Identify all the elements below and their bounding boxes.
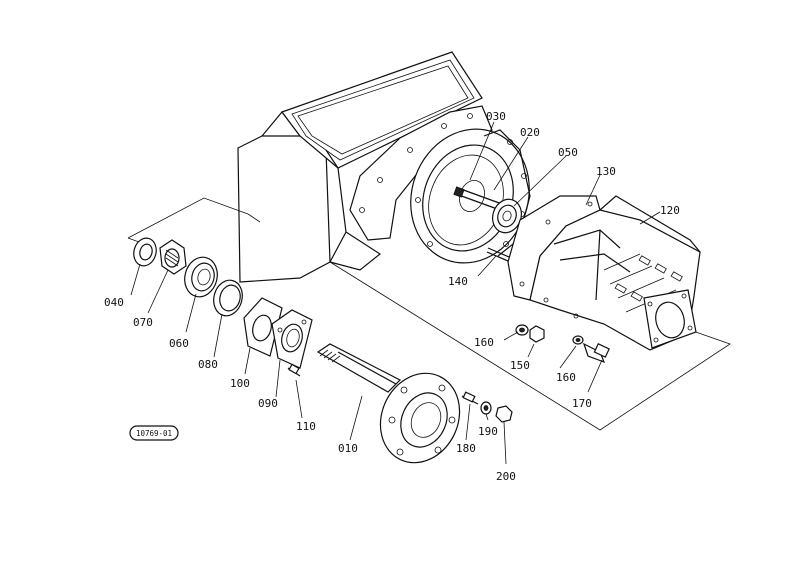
bolt-110 [287, 363, 301, 377]
hub-fasteners-180-200 [461, 391, 513, 423]
callout-190: 190 [478, 425, 498, 438]
reference-code-text: 10769-01 [136, 429, 172, 438]
callout-labels: 030 020 050 130 120 140 040 070 060 080 … [104, 110, 680, 483]
callout-050: 050 [558, 146, 578, 159]
axle-housing-120 [507, 195, 701, 351]
callout-140: 140 [448, 275, 468, 288]
callout-020: 020 [520, 126, 540, 139]
callout-200: 200 [496, 470, 516, 483]
nut-070 [159, 239, 187, 275]
reference-code-badge: 10769-01 [129, 425, 179, 441]
seal-080 [213, 279, 243, 317]
bearing-060 [184, 256, 218, 298]
retainer-090 [271, 309, 313, 369]
callout-160-right: 160 [556, 371, 576, 384]
transmission-case [237, 51, 531, 283]
callout-160-left: 160 [474, 336, 494, 349]
callout-170: 170 [572, 397, 592, 410]
axle-shaft-010 [316, 343, 461, 464]
callout-030: 030 [486, 110, 506, 123]
callout-080: 080 [198, 358, 218, 371]
callout-090: 090 [258, 397, 278, 410]
leader-lines [130, 121, 661, 465]
callout-040: 040 [104, 296, 124, 309]
fasteners-150-170 [515, 324, 610, 364]
callout-060: 060 [169, 337, 189, 350]
callout-110: 110 [296, 420, 316, 433]
callout-150: 150 [510, 359, 530, 372]
callout-130: 130 [596, 165, 616, 178]
callout-070: 070 [133, 316, 153, 329]
seal-040 [133, 237, 157, 267]
callout-120: 120 [660, 204, 680, 217]
callout-010: 010 [338, 442, 358, 455]
callout-180: 180 [456, 442, 476, 455]
callout-100: 100 [230, 377, 250, 390]
